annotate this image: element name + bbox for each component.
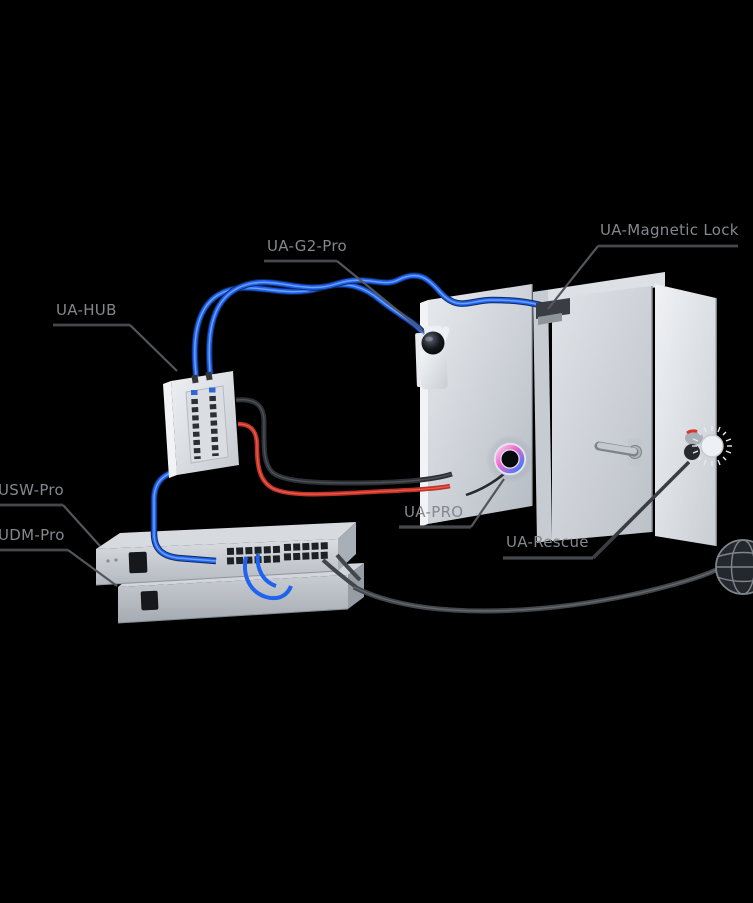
rescue-release-device: [684, 426, 732, 466]
label-udm-pro: UDM-Pro: [0, 526, 65, 544]
internet-cable: [321, 553, 718, 614]
label-ua-magnetic-lock: UA-Magnetic Lock: [600, 221, 739, 239]
patch-cables: [243, 553, 293, 601]
label-ua-hub: UA-HUB: [56, 301, 117, 319]
switch-port-bank: [226, 542, 330, 565]
emergency-red-stripe: [686, 429, 698, 435]
reader-pro-device: [486, 435, 534, 483]
hub-terminal-blocks: [191, 387, 219, 460]
lock-power-cable-red: [237, 421, 451, 497]
lock-power-cable-black: [235, 397, 453, 486]
callout-lines: [0, 244, 738, 587]
label-usw-pro: USW-Pro: [0, 481, 65, 499]
magnetic-lock-device: [536, 298, 570, 325]
poe-cable-to-camera-reader: [191, 281, 427, 385]
uplink-cable-hub-to-switch: [150, 465, 217, 565]
label-ua-pro: UA-PRO: [404, 503, 464, 521]
sunburst-disk: [692, 426, 732, 466]
ua-hub-device: [163, 371, 239, 478]
open-door: [655, 284, 717, 546]
door-handle: [594, 438, 642, 466]
door-frame: [533, 272, 665, 543]
switch-display: [128, 551, 148, 574]
label-ua-rescue: UA-Rescue: [506, 533, 589, 551]
reader-led-ring: [495, 444, 525, 474]
poe-cable-to-maglock: [205, 272, 549, 382]
label-ua-g2-pro: UA-G2-Pro: [267, 237, 347, 255]
rescue-cable: [591, 460, 691, 560]
camera-reader-device: [415, 325, 450, 390]
camera-lens: [421, 331, 445, 355]
gateway-display: [140, 590, 159, 611]
globe-icon: [715, 539, 753, 595]
